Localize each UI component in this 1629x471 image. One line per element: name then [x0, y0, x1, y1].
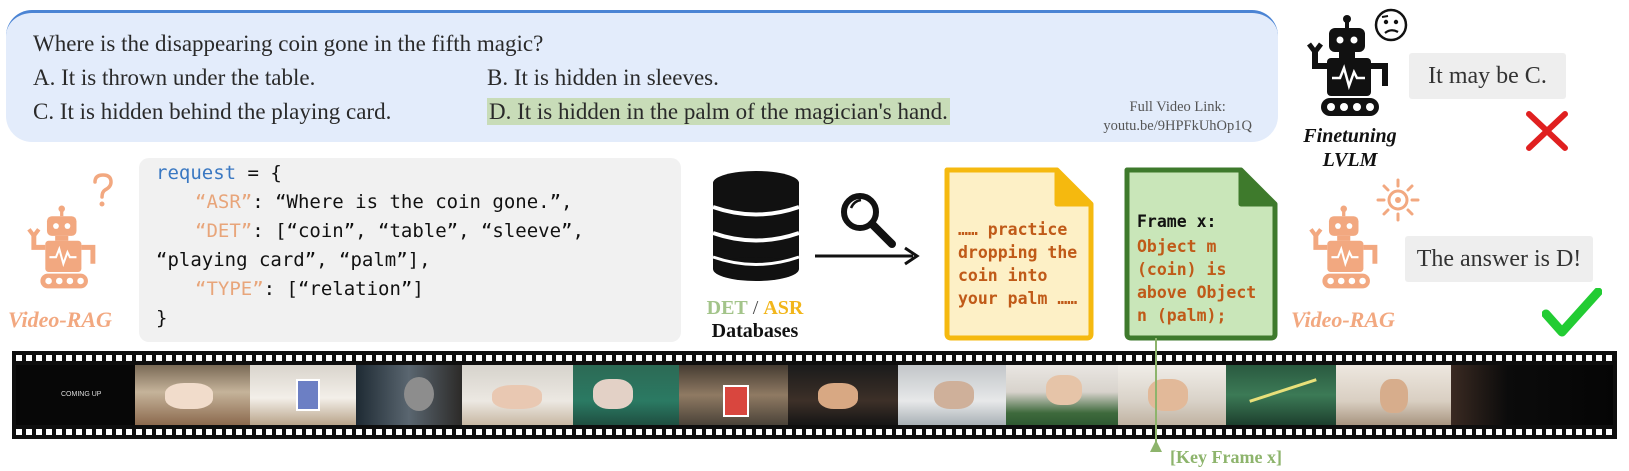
film-frame-9: [898, 365, 1006, 425]
frame-caption: COMING UP: [61, 391, 102, 398]
video-filmstrip: COMING UP: [12, 351, 1617, 439]
film-frame-1: COMING UP: [16, 365, 135, 425]
film-perforations-bottom: [16, 429, 1613, 435]
det-key: “DET”: [195, 220, 253, 242]
cross-icon: [1526, 111, 1568, 151]
db-separator: /: [747, 297, 764, 319]
type-value: : [“relation”]: [263, 278, 424, 300]
retrieve-arrow: [815, 246, 920, 266]
request-open: = {: [236, 162, 282, 184]
type-key: “TYPE”: [195, 278, 264, 300]
film-frame-14: [1451, 365, 1613, 425]
film-frame-2: [135, 365, 250, 425]
video-link-title: Full Video Link:: [1129, 99, 1226, 115]
confused-face-icon: [1374, 8, 1408, 42]
det-document-icon: [1124, 167, 1278, 341]
video-link: Full Video Link: youtu.be/9HPFkUhOp1Q: [1103, 98, 1252, 136]
option-c: C. It is hidden behind the playing card.: [33, 99, 392, 124]
database-icon: [712, 171, 800, 281]
question-mark-icon: [93, 173, 113, 207]
lightbulb-icon: [1376, 178, 1420, 222]
db-asr-label: ASR: [763, 297, 804, 319]
key-frame-label: [Key Frame x]: [1170, 447, 1282, 467]
film-frame-6: [573, 365, 679, 425]
video-rag-robot-left-icon: [27, 205, 96, 289]
question-panel: Where is the disappearing coin gone in t…: [6, 10, 1278, 142]
det-value: : [“coin”, “table”, “sleeve”,: [252, 220, 584, 242]
det-document: Frame x: Object m (coin) is above Object…: [1137, 210, 1256, 327]
key-frame-pointer: [1150, 338, 1162, 452]
request-code-block: request = { “ASR”: “Where is the coin go…: [139, 158, 681, 342]
det-value-cont: “playing card”, “palm”],: [156, 249, 431, 271]
finetuning-label-line2: LVLM: [1322, 149, 1378, 171]
video-rag-label-right: Video-RAG: [1291, 307, 1395, 332]
question-text: Where is the disappearing coin gone in t…: [33, 31, 544, 56]
film-frame-12: [1226, 365, 1336, 425]
finetuning-label-line1: Finetuning: [1303, 125, 1397, 147]
checkmark-icon: [1542, 288, 1602, 337]
film-perforations-top: [16, 355, 1613, 361]
option-b: B. It is hidden in sleeves.: [487, 65, 719, 90]
film-frame-5: [462, 365, 573, 425]
magnifier-icon: [841, 193, 896, 248]
film-frame-13: [1336, 365, 1451, 425]
asr-document-text: …… practice dropping the coin into your …: [958, 220, 1078, 308]
film-frame-4: [356, 365, 462, 425]
option-a: A. It is thrown under the table.: [33, 65, 316, 90]
asr-value: : “Where is the coin gone.”,: [252, 191, 573, 213]
db-title: Databases: [711, 320, 799, 342]
finetuning-label: Finetuning LVLM: [1295, 124, 1405, 172]
film-frame-10-key: [1006, 365, 1118, 425]
det-document-title: Frame x:: [1137, 212, 1217, 231]
video-rag-answer-bubble: The answer is D!: [1405, 236, 1593, 282]
film-frame-11: [1118, 365, 1226, 425]
finetuning-answer-bubble: It may be C.: [1409, 53, 1566, 99]
asr-key: “ASR”: [195, 191, 253, 213]
asr-document-icon: [944, 167, 1094, 341]
option-d: D. It is hidden in the palm of the magic…: [487, 98, 950, 125]
db-det-label: DET: [706, 297, 748, 319]
video-link-url: youtu.be/9HPFkUhOp1Q: [1103, 118, 1252, 134]
request-var: request: [156, 162, 237, 184]
video-rag-robot-right-icon: [1309, 205, 1378, 289]
det-document-text: Object m (coin) is above Object n (palm)…: [1137, 237, 1257, 325]
video-rag-label-left: Video-RAG: [8, 307, 112, 332]
finetuning-robot-icon: [1307, 15, 1388, 116]
request-close: }: [156, 307, 168, 329]
databases-label: DET / ASR Databases: [690, 297, 820, 343]
film-frame-3: [250, 365, 356, 425]
film-frame-7: [679, 365, 788, 425]
film-frame-8: [788, 365, 898, 425]
